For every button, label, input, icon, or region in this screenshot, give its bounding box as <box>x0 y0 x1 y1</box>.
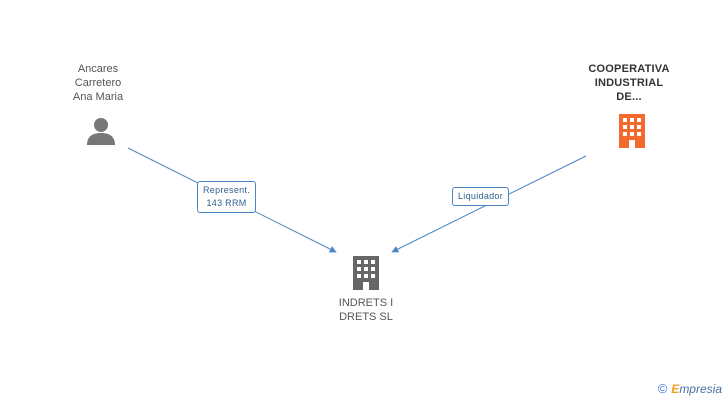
edge-represent-line-1: Represent. <box>203 185 251 195</box>
brand-name: mpresia <box>679 381 722 396</box>
indrets-node-label[interactable]: INDRETS I DRETS SL <box>316 296 416 324</box>
edge-label-liquidador[interactable]: Liquidador <box>452 187 510 206</box>
person-node-label[interactable]: Ancares Carretero Ana Maria <box>48 62 148 104</box>
copyright-symbol: © <box>657 381 668 396</box>
person-icon[interactable] <box>86 116 116 146</box>
cooperative-name-line-1: COOPERATIVA <box>588 63 670 75</box>
person-name-line-3: Ana Maria <box>72 91 124 103</box>
brand-logo: Empresia <box>671 382 722 396</box>
edge-represent-line-2: 143 RRM <box>206 198 247 208</box>
edge-liquidador-line-1: Liquidador <box>458 191 504 201</box>
indrets-name-line-1: INDRETS I <box>338 297 394 309</box>
brand-initial: E <box>671 381 680 396</box>
cooperative-name-line-3: DE... <box>616 91 642 103</box>
building-icon[interactable] <box>350 256 382 290</box>
person-name-line-2: Carretero <box>74 77 122 89</box>
person-name-line-1: Ancares <box>77 63 119 75</box>
footer-brand[interactable]: © Empresia <box>658 381 722 396</box>
cooperative-name-line-2: INDUSTRIAL <box>594 77 664 89</box>
building-icon[interactable] <box>616 114 648 148</box>
indrets-name-line-2: DRETS SL <box>339 311 393 323</box>
edge-label-represent[interactable]: Represent. 143 RRM <box>197 181 257 213</box>
cooperative-node-label[interactable]: COOPERATIVA INDUSTRIAL DE... <box>574 62 684 104</box>
